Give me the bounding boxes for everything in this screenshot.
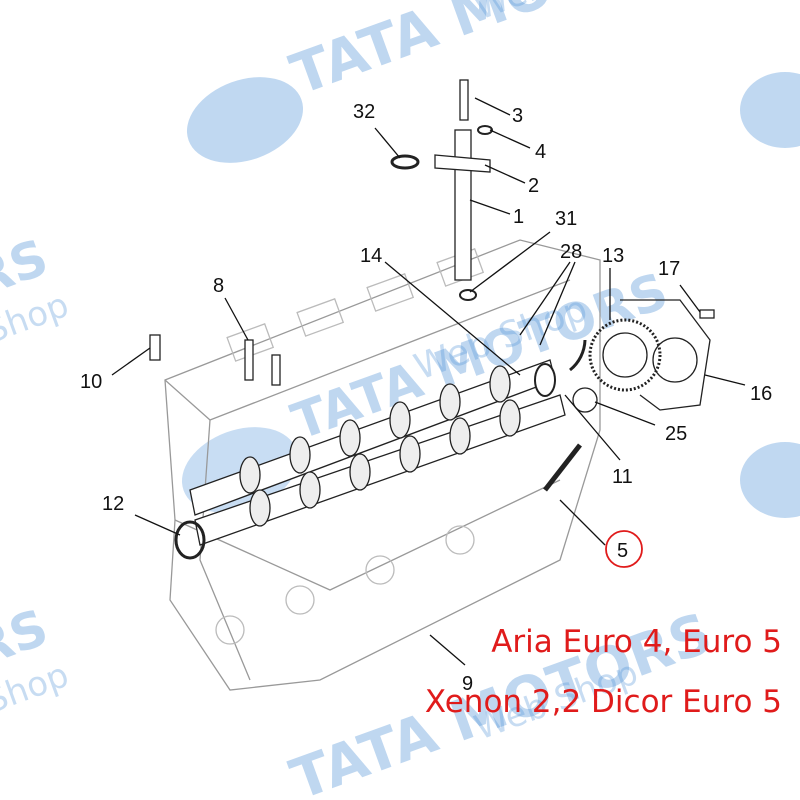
part-label: 3	[512, 105, 523, 127]
part-label: 31	[555, 208, 577, 230]
part-label: 8	[213, 275, 224, 297]
part-label: 10	[80, 371, 102, 393]
highlight-circle	[605, 530, 643, 568]
part-label: 14	[360, 245, 382, 267]
part-label: 13	[602, 245, 624, 267]
part-label: 1	[513, 206, 524, 228]
camshafts	[174, 359, 566, 560]
part-label: 28	[560, 241, 582, 263]
part-label: 32	[353, 101, 375, 123]
part-label: 11	[612, 466, 633, 488]
part-label: 4	[535, 141, 546, 163]
part-label: 2	[528, 175, 539, 197]
part-label: 25	[665, 423, 687, 445]
part-label: 12	[102, 493, 124, 515]
cylinder-head	[164, 239, 601, 691]
leader-lines	[111, 97, 746, 666]
applicability-line-2: Xenon 2,2 Dicor Euro 5	[424, 684, 782, 720]
part-label: 17	[658, 258, 680, 280]
applicability-line-1: Aria Euro 4, Euro 5	[491, 624, 782, 660]
part-label: 16	[750, 383, 772, 405]
part-label: 9	[462, 673, 473, 695]
part-label-highlighted: 5	[617, 540, 628, 562]
cam-gears	[569, 299, 711, 413]
injector	[149, 79, 715, 492]
